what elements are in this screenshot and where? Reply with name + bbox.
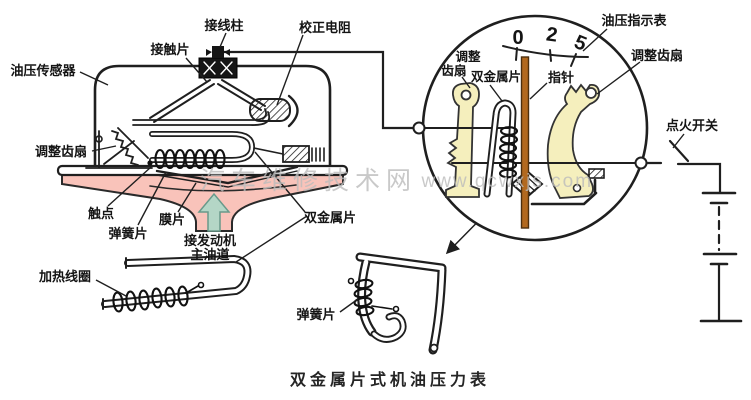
ignition-switch-lever (668, 139, 690, 163)
dial-number-0: 0 (512, 27, 523, 49)
detail-bimetal-core (357, 254, 445, 353)
dial-tick-5 (570, 53, 577, 67)
support-screw-threads (253, 147, 325, 162)
diaphragm-funnel (61, 172, 344, 232)
spring-strip-detail (347, 178, 521, 355)
gauge-bracket (530, 178, 598, 206)
upper-lever (132, 108, 271, 126)
gauge-pointer (520, 56, 530, 229)
detail-spring-coil (353, 278, 375, 317)
right-support-pad (282, 145, 310, 163)
label-adjust-sector-left-1: 调整 (455, 49, 481, 64)
gauge-terminal-right (634, 156, 648, 170)
label-bimetal-gauge: 双金属片 (470, 69, 521, 84)
detail-coil-lead-line (371, 305, 393, 310)
gear-sector-right (546, 83, 600, 199)
dial-tick-0 (515, 47, 518, 61)
sensor-bimetal-strip-core (150, 132, 254, 162)
dial-number-2: 2 (545, 23, 559, 46)
oil-inlet-arrow (197, 192, 231, 232)
leader-terminal-post (219, 32, 227, 48)
labels: 油压传感器 接触片 接线柱 校正电阻 调整齿扇 触点 弹簧片 膜片 接发动机 主… (10, 13, 718, 322)
label-terminal-post: 接线柱 (204, 18, 243, 33)
coil-lead-wire (185, 285, 199, 294)
terminal-post (212, 46, 224, 58)
label-spring-strip-sensor: 弹簧片 (108, 226, 147, 241)
label-pointer: 指针 (548, 70, 574, 85)
gear-sector-left-hole (460, 89, 472, 101)
label-correction-resistor: 校正电阻 (299, 20, 351, 35)
correction-resistor (249, 98, 291, 122)
label-contact-point: 触点 (87, 206, 114, 221)
battery-wire (676, 162, 722, 194)
label-adjust-sector-right: 调整齿扇 (631, 48, 683, 63)
detail-coil-lead-left (347, 277, 355, 285)
label-to-engine-1: 接发动机 (184, 233, 236, 248)
leader-correction-resistor (276, 34, 304, 106)
detail-hook-core (372, 314, 405, 341)
resistor-clip (287, 94, 299, 128)
sensor-heating-coil (154, 148, 226, 170)
oil-pressure-sensor (56, 46, 415, 232)
ignition-circuit (634, 139, 743, 323)
spring-plate (155, 165, 299, 185)
label-adjust-sector-left-2: 齿扇 (441, 63, 466, 78)
leader-adjust-sector-sensor (91, 145, 117, 152)
sensor-to-gauge-wire (222, 50, 415, 130)
contact-strip-left (149, 79, 215, 123)
leader-sensor-title (79, 71, 109, 86)
gear-sector-left (445, 82, 480, 198)
detail-strip-core (103, 256, 250, 306)
leader-gauge-title (582, 28, 608, 52)
leader-ignition-switch (672, 133, 685, 149)
label-bimetal-sensor: 双金属片 (304, 210, 356, 225)
gear-sector-right-foot-hole (572, 183, 582, 193)
coil-lead-dot (197, 281, 205, 289)
terminal-block-hatch (203, 61, 233, 75)
leader-spring-strip-sensor (137, 171, 167, 226)
detail-pivot-hole (429, 343, 439, 353)
label-contact-strip: 接触片 (150, 42, 189, 57)
label-spring-strip-detail: 弹簧片 (296, 307, 335, 322)
battery-symbol (699, 191, 743, 323)
heating-coil-detail-loops (112, 285, 189, 313)
heating-coil-detail (101, 254, 252, 313)
leader-heating-coil (95, 279, 127, 297)
leader-bimetal-gauge (489, 84, 503, 102)
leader-adjust-sector-left (461, 76, 471, 89)
terminal-post-wings (206, 49, 230, 56)
gauge-bimetal-hairpin-core (485, 101, 515, 196)
label-diaphragm: 膜片 (159, 212, 185, 227)
dial-arc (502, 45, 589, 58)
leader-lines (79, 28, 685, 313)
detail-coil-lead-right (392, 305, 400, 313)
label-heating-coil: 加热线圈 (38, 269, 91, 284)
label-adjust-sector-sensor: 调整齿扇 (35, 144, 87, 159)
dial-tick-2 (549, 49, 552, 62)
leader-contact-strip (185, 57, 208, 83)
oil-pressure-gauge: 0 2 5 (412, 14, 649, 242)
leader-bimetal-sensor (235, 151, 308, 263)
bracket-bolt (588, 168, 605, 179)
label-gauge-title: 油压指示表 (601, 13, 667, 28)
leader-adjust-sector-right (596, 61, 641, 95)
leader-spring-strip-detail (339, 298, 359, 313)
terminal-block (198, 57, 238, 79)
label-ignition-switch: 点火开关 (666, 118, 718, 133)
leader-contact-point (107, 166, 152, 207)
contact-point-dot (147, 160, 153, 166)
gauge-terminal-left (412, 121, 426, 135)
diaphragm-line (149, 184, 297, 192)
diagram-caption: 双金属片式机油压力表 (289, 372, 490, 389)
label-to-engine-2: 主油道 (190, 247, 229, 262)
leader-diaphragm (177, 182, 197, 213)
label-sensor-title: 油压传感器 (10, 63, 76, 78)
spring-plate-edge (156, 170, 298, 188)
gear-sector-right-hole (585, 87, 597, 99)
leader-pointer (529, 82, 548, 100)
detail-strip-endcaps (102, 257, 127, 310)
gauge-heating-coil (498, 126, 519, 179)
